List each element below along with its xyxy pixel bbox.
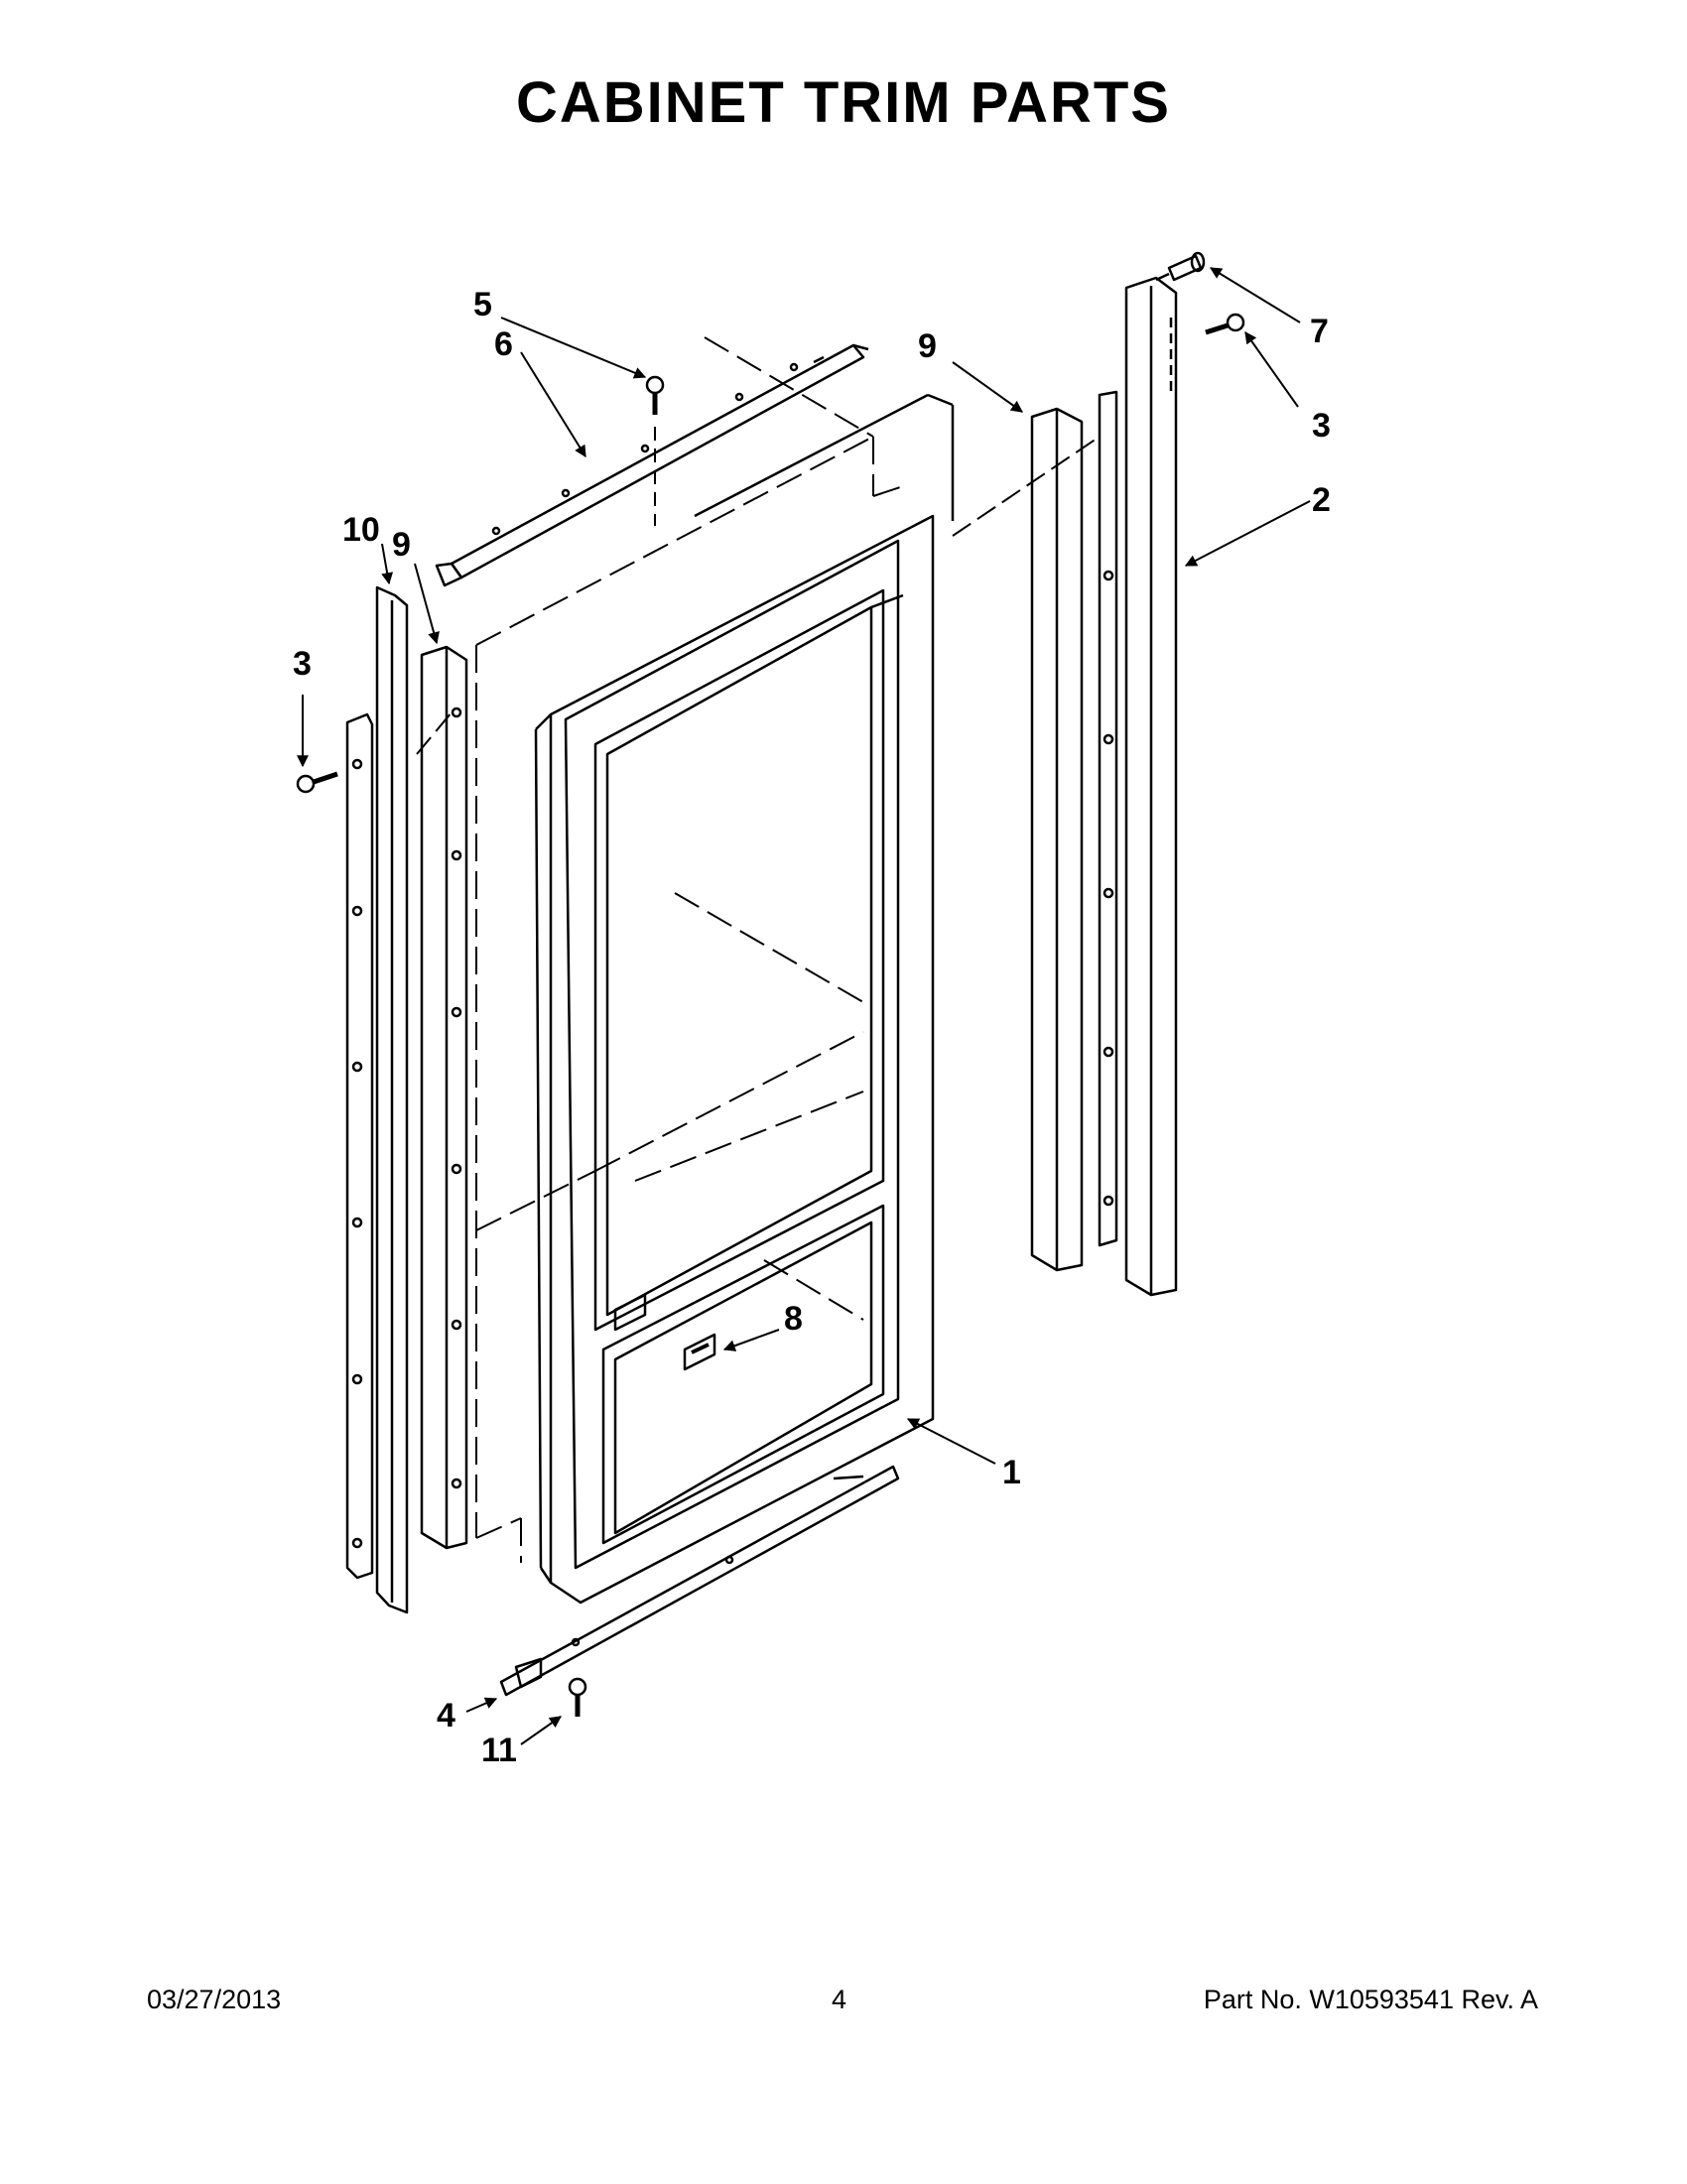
screw-3-left xyxy=(296,771,338,794)
screw-11 xyxy=(568,1677,587,1717)
callout-11: 11 xyxy=(481,1732,517,1769)
right-side-trim xyxy=(1098,390,1118,1247)
callout-labels: 5 6 9 7 3 2 10 9 3 8 1 4 11 xyxy=(293,286,1331,1769)
leader-arrows xyxy=(297,267,1311,1745)
right-filler-9 xyxy=(1030,407,1084,1272)
callout-6: 6 xyxy=(494,325,513,363)
callout-10: 10 xyxy=(342,511,380,549)
callout-9-right: 9 xyxy=(918,327,937,365)
left-side-trim xyxy=(345,712,374,1580)
nameplate xyxy=(613,1293,716,1371)
screw-5 xyxy=(645,375,665,526)
callout-8: 8 xyxy=(784,1300,803,1338)
door-trim-frame xyxy=(534,393,955,1605)
callout-1: 1 xyxy=(1002,1454,1021,1491)
callout-9-left: 9 xyxy=(392,526,411,564)
callout-2: 2 xyxy=(1312,481,1331,519)
callout-7: 7 xyxy=(1310,313,1329,350)
page-title: CABINET TRIM PARTS xyxy=(515,70,1171,135)
callout-3-right: 3 xyxy=(1312,407,1331,445)
left-trim-strip-10 xyxy=(375,585,409,1614)
right-trim-strip-2 xyxy=(1124,276,1178,1297)
callout-3-left: 3 xyxy=(293,645,312,683)
left-filler-9 xyxy=(420,645,468,1550)
top-trim-bracket xyxy=(435,343,869,587)
alignment-lines xyxy=(416,436,1101,755)
callout-5: 5 xyxy=(473,286,492,323)
footer-part-number: Part No. W10593541 Rev. A xyxy=(1203,1985,1538,2014)
screw-3-right xyxy=(1205,313,1245,335)
bottom-trim-bracket xyxy=(499,1465,900,1697)
footer-date: 03/27/2013 xyxy=(147,1985,282,2014)
callout-4: 4 xyxy=(437,1697,455,1734)
hinge-pin-7 xyxy=(1155,251,1206,282)
footer-page-number: 4 xyxy=(832,1985,847,2014)
